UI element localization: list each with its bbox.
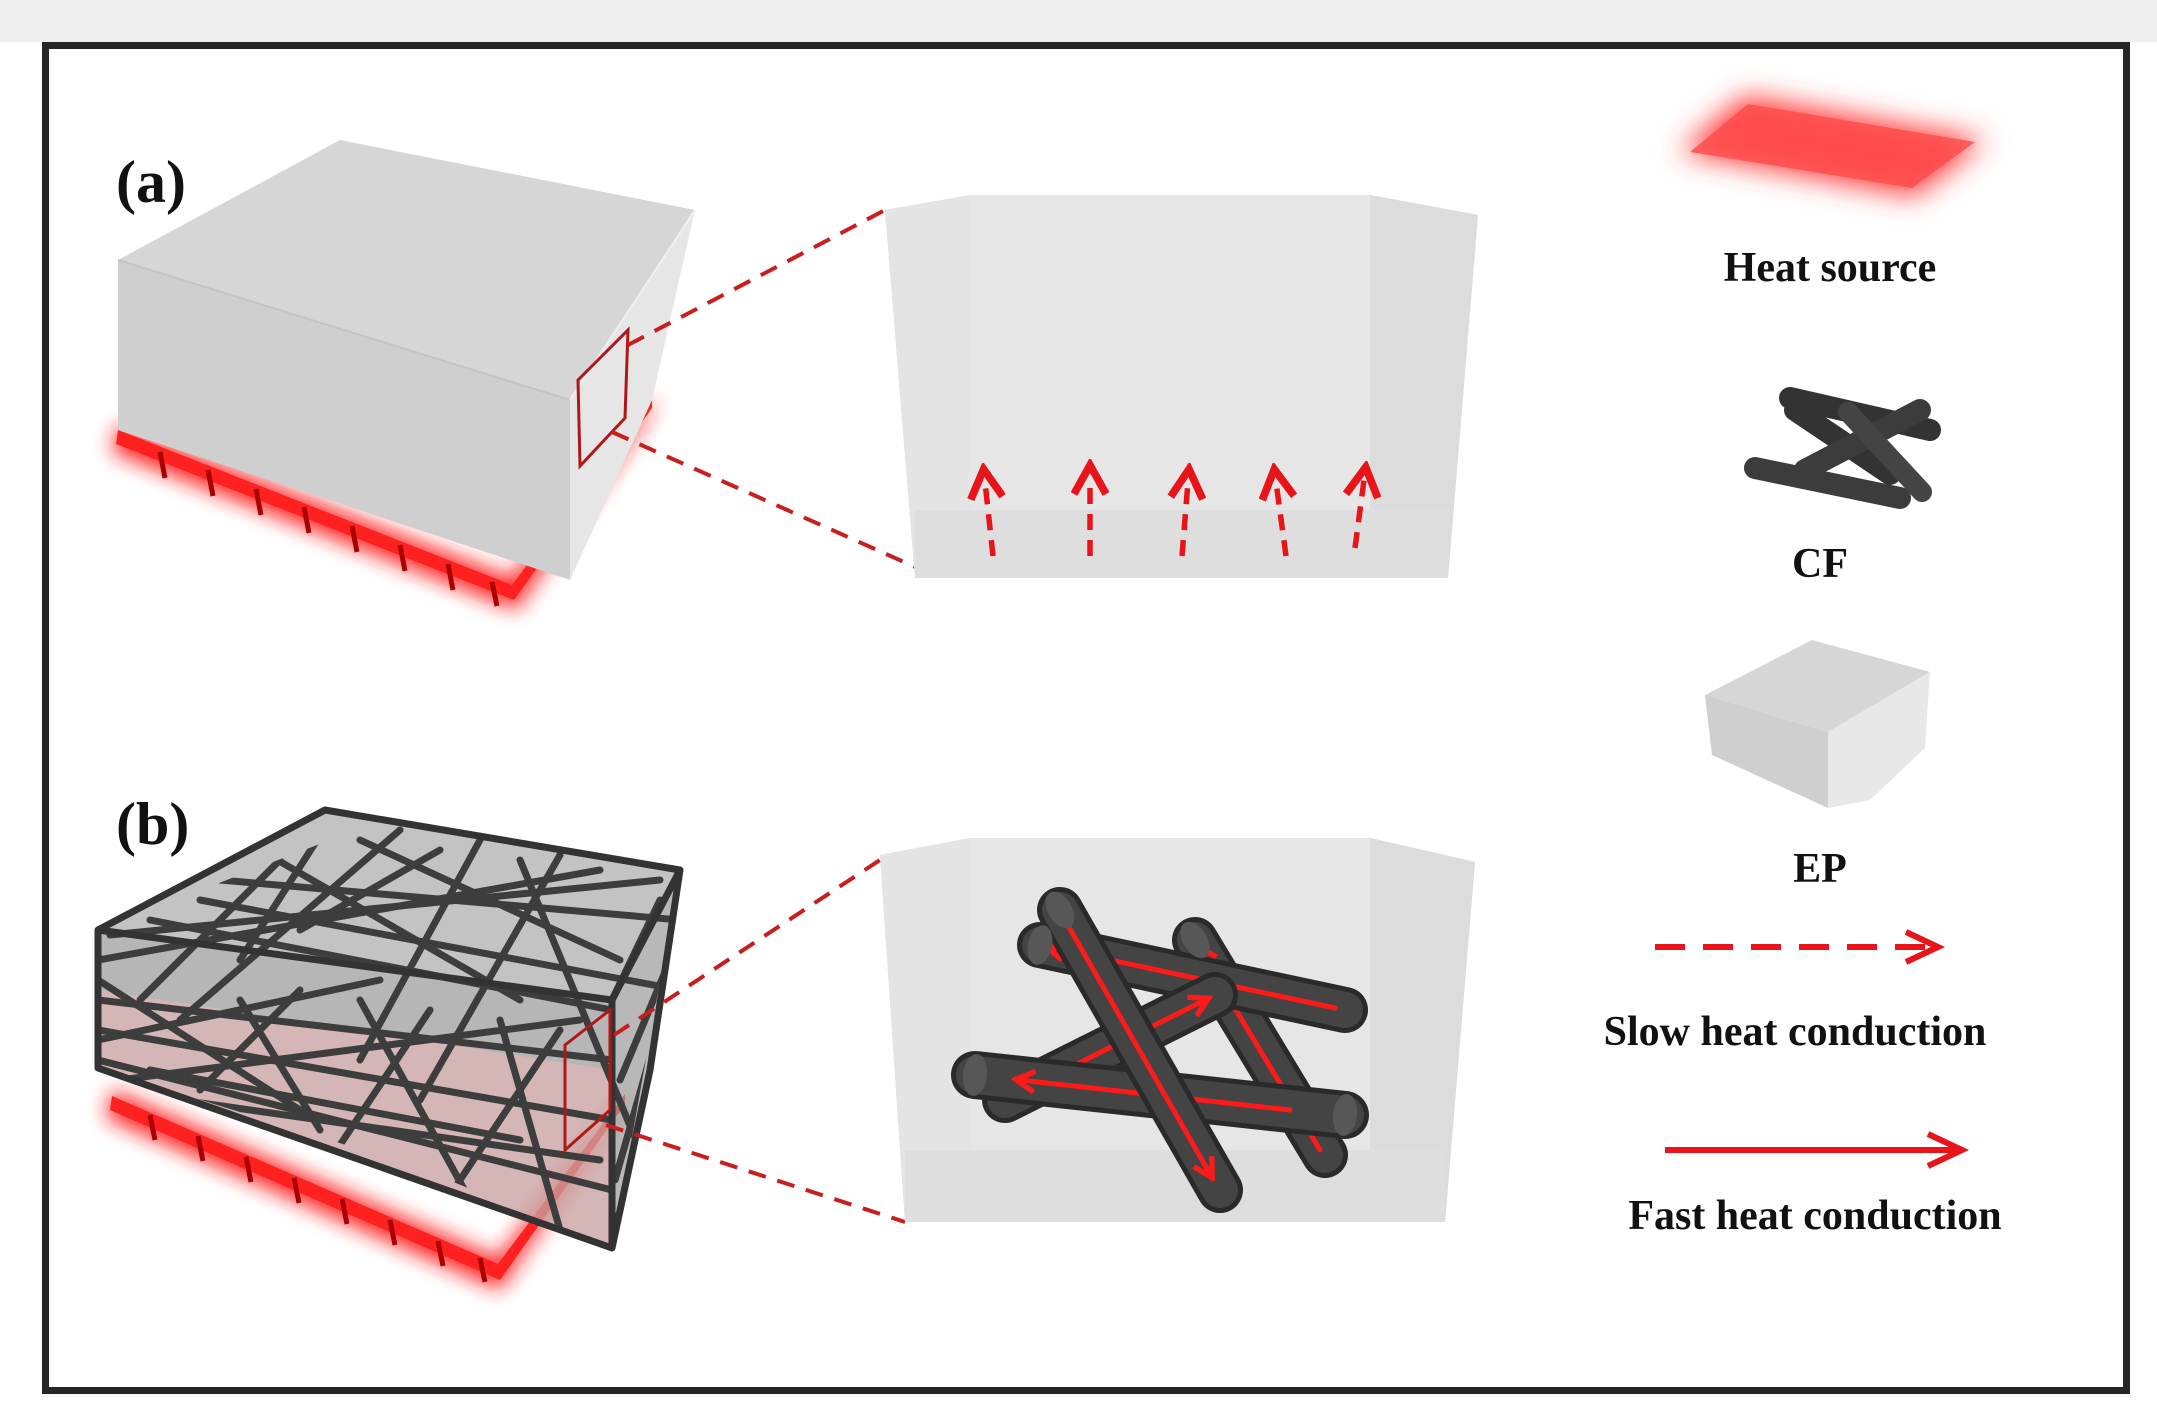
panel-b-zoom-region bbox=[563, 1006, 612, 1154]
panel-label-a: (a) bbox=[116, 149, 186, 215]
panel-b-heat-ticks bbox=[147, 1114, 488, 1283]
legend-fast-label: Fast heat conduction bbox=[1628, 1193, 2002, 1239]
inset-carbon-fibers bbox=[951, 887, 1369, 1213]
panel-a-zoom-region bbox=[576, 326, 630, 470]
legend-heat-source-label: Heat source bbox=[1723, 245, 1937, 291]
panel-b-block bbox=[94, 806, 906, 1290]
legend-cf-icon bbox=[1744, 387, 1941, 509]
panel-label-b: (b) bbox=[116, 791, 190, 857]
legend bbox=[1655, 96, 1985, 1169]
slow-conduction-arrows bbox=[985, 478, 1364, 557]
panel-a-heat-ticks bbox=[157, 451, 500, 607]
legend-cf-label: CF bbox=[1792, 541, 1848, 587]
legend-ep-icon bbox=[1705, 640, 1930, 808]
panel-a-zoom-inset bbox=[885, 195, 1478, 578]
legend-slow-label: Slow heat conduction bbox=[1603, 1009, 1987, 1055]
legend-ep-label: EP bbox=[1793, 846, 1847, 892]
panel-a-block bbox=[112, 140, 923, 610]
top-toolbar-strip bbox=[0, 0, 2157, 42]
